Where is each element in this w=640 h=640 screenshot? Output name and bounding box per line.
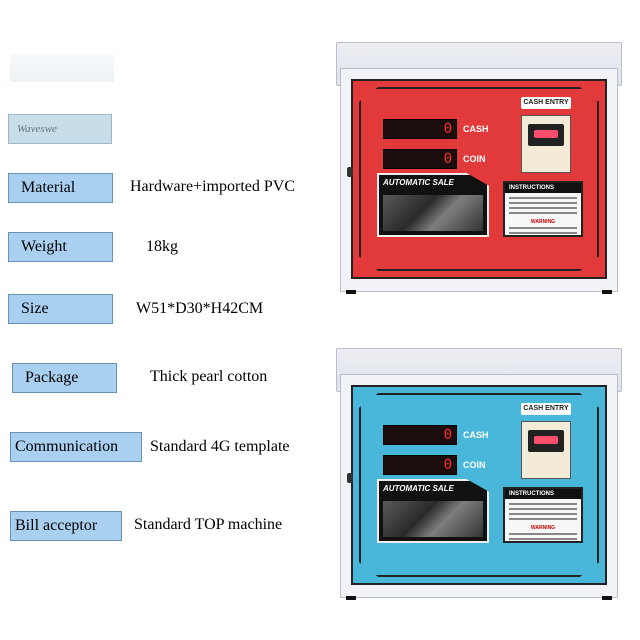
instructions-card: INSTRUCTIONS WARNING xyxy=(503,181,583,237)
cash-entry-label: CASH ENTRY xyxy=(521,97,571,109)
panel-border xyxy=(359,87,599,271)
spec-label-material: Material xyxy=(8,173,113,203)
blank-strip xyxy=(10,54,114,82)
cash-entry-label: CASH ENTRY xyxy=(521,403,571,415)
instructions-title: INSTRUCTIONS xyxy=(505,489,581,499)
model-badge: Waveswe xyxy=(8,114,112,144)
cash-display: 0 xyxy=(383,119,457,139)
machine-blue: 0 CASH 0 COIN CASH ENTRY AUTOMATIC SALE … xyxy=(336,348,622,600)
front-panel: 0 CASH 0 COIN CASH ENTRY AUTOMATIC SALE … xyxy=(347,385,607,585)
cabinet-body: 0 CASH 0 COIN CASH ENTRY AUTOMATIC SALE … xyxy=(340,374,618,598)
lock-icon xyxy=(347,167,353,177)
bill-slot[interactable] xyxy=(521,115,571,173)
automatic-sale-label: AUTOMATIC SALE xyxy=(383,484,454,493)
cash-label: CASH xyxy=(463,124,489,134)
cabinet-body: 0 CASH 0 COIN CASH ENTRY AUTOMATIC SALE … xyxy=(340,68,618,292)
spec-value-weight: 18kg xyxy=(146,238,178,255)
coin-label: COIN xyxy=(463,154,486,164)
automatic-sale-label: AUTOMATIC SALE xyxy=(383,178,454,187)
spec-value-bill-acceptor: Standard TOP machine xyxy=(134,516,283,533)
spec-value-size: W51*D30*H42CM xyxy=(136,300,264,317)
coin-label: COIN xyxy=(463,460,486,470)
coin-display: 0 xyxy=(383,149,457,169)
warning-label: WARNING xyxy=(530,219,556,225)
sale-window[interactable]: AUTOMATIC SALE xyxy=(377,173,489,237)
machine-red: 0 CASH 0 COIN CASH ENTRY AUTOMATIC SALE … xyxy=(336,42,622,294)
panel-border xyxy=(359,393,599,577)
cash-label: CASH xyxy=(463,430,489,440)
warning-label: WARNING xyxy=(530,525,556,531)
bill-slot[interactable] xyxy=(521,421,571,479)
spec-value-communication: Standard 4G template xyxy=(150,438,290,455)
instructions-card: INSTRUCTIONS WARNING xyxy=(503,487,583,543)
spec-label-weight: Weight xyxy=(8,232,113,262)
sale-window[interactable]: AUTOMATIC SALE xyxy=(377,479,489,543)
lock-icon xyxy=(347,473,353,483)
spec-label-communication: Communication xyxy=(10,432,142,462)
front-panel: 0 CASH 0 COIN CASH ENTRY AUTOMATIC SALE … xyxy=(347,79,607,279)
spec-label-size: Size xyxy=(8,294,113,324)
spec-value-material: Hardware+imported PVC xyxy=(130,178,295,195)
spec-label-bill-acceptor: Bill acceptor xyxy=(10,511,122,541)
cash-display: 0 xyxy=(383,425,457,445)
instructions-title: INSTRUCTIONS xyxy=(505,183,581,193)
spec-label-package: Package xyxy=(12,363,117,393)
spec-value-package: Thick pearl cotton xyxy=(150,368,268,385)
coin-display: 0 xyxy=(383,455,457,475)
